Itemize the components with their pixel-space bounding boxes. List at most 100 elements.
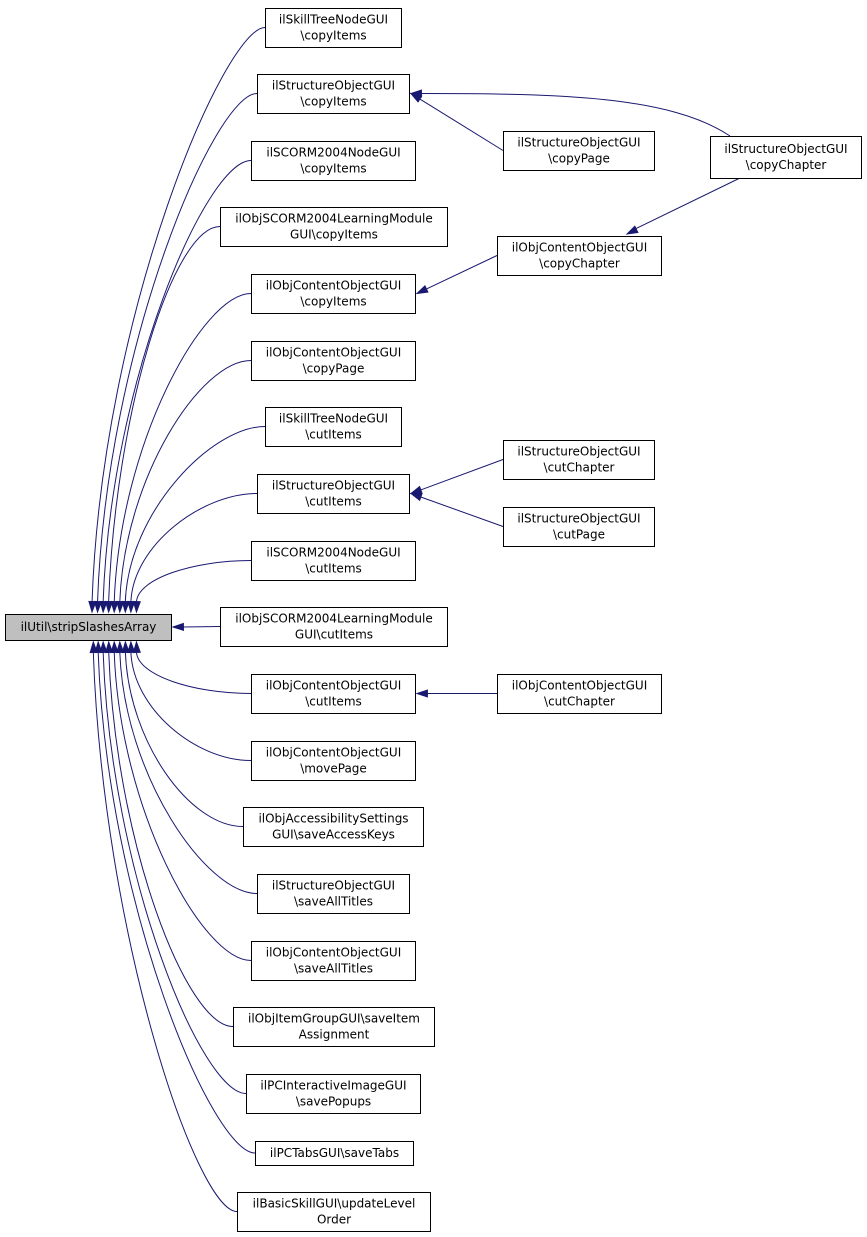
node-label: ilSkillTreeNodeGUI — [279, 13, 388, 27]
caller-node[interactable]: ilStructureObjectGUI\copyPage — [503, 131, 655, 171]
call-edge — [634, 177, 741, 230]
node-label: GUI\cutItems — [295, 628, 373, 642]
node-label: ilSCORM2004NodeGUI — [266, 546, 400, 560]
arrow-head — [415, 689, 428, 698]
node-label: \saveAllTitles — [294, 895, 373, 909]
caller-node[interactable]: ilStructureObjectGUI \saveAllTitles — [257, 874, 410, 914]
node-label: ilObjContentObjectGUI — [512, 679, 648, 693]
caller-node[interactable]: ilObjContentObjectGUI\copyPage — [251, 341, 416, 381]
call-edge — [119, 360, 252, 603]
call-edge — [97, 93, 258, 603]
node-label: ilObjContentObjectGUI — [512, 241, 648, 255]
arrow-head — [121, 600, 130, 614]
caller-node[interactable]: ilObjContentObjectGUI\movePage — [251, 741, 416, 781]
caller-node[interactable]: ilSCORM2004NodeGUI\copyItems — [251, 141, 416, 181]
arrow-head — [99, 600, 108, 614]
caller-node[interactable]: ilObjContentObjectGUI\cutChapter — [497, 674, 662, 714]
node-box — [251, 741, 416, 781]
node-label: ilObjContentObjectGUI — [266, 746, 402, 760]
call-edge — [130, 493, 258, 603]
caller-node[interactable]: ilPCInteractiveImageGUI\savePopups — [246, 1074, 421, 1114]
caller-node[interactable]: ilSkillTreeNodeGUI \copyItems — [265, 8, 402, 48]
node-box — [220, 607, 448, 647]
caller-node[interactable]: ilPCTabsGUI\saveTabs — [255, 1141, 414, 1166]
call-edge — [102, 160, 252, 603]
arrow-head — [132, 640, 141, 654]
arrow-head — [121, 640, 130, 654]
caller-node[interactable]: ilStructureObjectGUI\copyChapter — [710, 136, 862, 179]
caller-node[interactable]: ilObjSCORM2004LearningModuleGUI\copyItem… — [220, 207, 448, 247]
node-label: ilObjItemGroupGUI\saveItem — [248, 1012, 420, 1026]
call-edge — [92, 651, 238, 1212]
node-label: \cutItems — [305, 562, 362, 576]
arrow-head — [625, 225, 639, 235]
node-label: Order — [317, 1213, 351, 1227]
node-box — [503, 440, 655, 480]
node-box — [503, 131, 655, 171]
caller-node[interactable]: ilObjContentObjectGUI\cutItems — [251, 674, 416, 714]
node-box — [246, 1074, 421, 1114]
node-label: \saveAllTitles — [294, 962, 373, 976]
node-label: ilObjContentObjectGUI — [266, 279, 402, 293]
node-label: \copyItems — [300, 295, 366, 309]
node-label: ilStructureObjectGUI — [272, 879, 395, 893]
call-edge — [420, 93, 731, 137]
node-box — [243, 807, 424, 847]
caller-node[interactable]: ilSCORM2004NodeGUI \cutItems — [251, 541, 416, 581]
arrow-head — [93, 600, 103, 614]
node-label: ilSCORM2004NodeGUI — [266, 146, 400, 160]
node-label: \cutItems — [305, 695, 362, 709]
caller-node[interactable]: ilObjContentObjectGUI\copyChapter — [497, 236, 662, 276]
arrow-head — [116, 600, 125, 614]
caller-node[interactable]: ilStructureObjectGUI\copyItems — [257, 74, 410, 114]
caller-node[interactable]: ilObjAccessibilitySettingsGUI\saveAccess… — [243, 807, 424, 847]
caller-node[interactable]: ilObjContentObjectGUI \saveAllTitles — [251, 941, 416, 981]
arrow-head — [110, 600, 119, 614]
node-label: \cutItems — [305, 428, 362, 442]
arrow-head — [99, 640, 108, 654]
node-label: \copyPage — [303, 362, 365, 376]
call-edge — [182, 626, 221, 628]
node-label: ilStructureObjectGUI — [272, 79, 395, 93]
call-edge — [420, 496, 504, 527]
node-label: \cutPage — [553, 528, 605, 542]
node-box — [497, 236, 662, 276]
node-label: GUI\saveAccessKeys — [272, 828, 395, 842]
node-box — [5, 614, 172, 641]
node-label: ilSkillTreeNodeGUI — [279, 412, 388, 426]
node-label: ilPCTabsGUI\saveTabs — [270, 1146, 399, 1160]
node-label: ilStructureObjectGUI — [724, 142, 847, 156]
root-node[interactable]: ilUtil\stripSlashesArray — [5, 614, 172, 641]
node-box — [237, 1192, 431, 1232]
caller-node[interactable]: ilSkillTreeNodeGUI \cutItems — [265, 407, 402, 447]
caller-node[interactable]: ilStructureObjectGUI\cutPage — [503, 507, 655, 547]
node-box — [233, 1007, 435, 1047]
node-label: ilStructureObjectGUI — [517, 136, 640, 150]
call-edge — [124, 651, 244, 827]
node-box — [257, 874, 410, 914]
node-box — [220, 207, 448, 247]
node-box — [265, 8, 402, 48]
call-edge — [108, 226, 221, 603]
node-label: ilObjContentObjectGUI — [266, 946, 402, 960]
caller-node[interactable]: ilStructureObjectGUI\cutItems — [257, 474, 410, 514]
arrow-head — [89, 640, 98, 654]
node-label: ilPCInteractiveImageGUI — [260, 1079, 406, 1093]
node-label: ilStructureObjectGUI — [517, 445, 640, 459]
call-edge — [135, 651, 252, 694]
arrow-head — [127, 640, 136, 654]
node-label: \copyItems — [300, 29, 366, 43]
node-label: ilObjSCORM2004LearningModule — [235, 612, 432, 626]
caller-node[interactable]: ilStructureObjectGUI \cutChapter — [503, 440, 655, 480]
arrow-head — [409, 492, 423, 502]
node-label: \cutChapter — [544, 461, 615, 475]
call-edge — [419, 98, 504, 151]
call-edge — [108, 651, 234, 1027]
call-edge — [124, 426, 266, 603]
arrow-head — [409, 485, 423, 495]
caller-node[interactable]: ilObjContentObjectGUI \copyItems — [251, 274, 416, 314]
